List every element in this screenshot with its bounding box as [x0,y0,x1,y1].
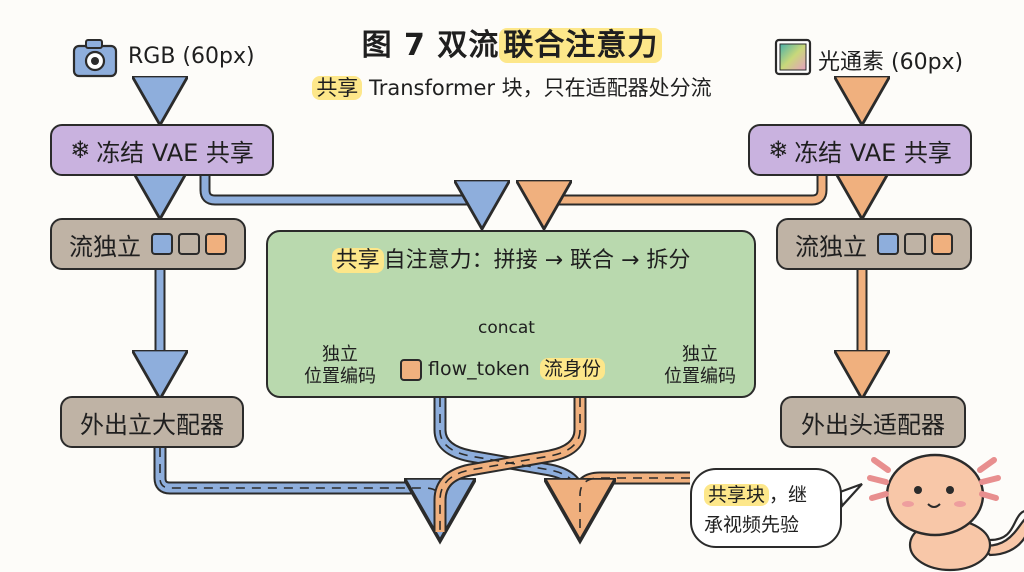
right-independent-box: 流独立 [776,218,972,270]
title-highlight: 联合注意力 [499,28,663,63]
image-icon [774,38,812,76]
left-flow-arrows [160,82,482,392]
snowflake-lock-icon: ❄ [70,136,91,164]
flow-token-chip [400,358,422,381]
attention-header-rest: 自注意力：拼接 → 联合 → 拆分 [383,248,691,273]
flow-token-label: flow_token [428,358,530,380]
chip-orange [205,233,227,255]
chip-gray [904,233,926,255]
figure-title: 图 7 双流联合注意力 [0,20,1024,64]
left-frozen-label: 冻结 VAE 共享 [96,138,254,167]
shared-attention-block: 共享自注意力：拼接 → 联合 → 拆分 concat 独立 位置编码 独立 位置… [266,230,756,398]
right-adapter-box: 外出头适配器 [780,396,966,448]
right-flow-arrows [544,82,862,392]
subtitle-highlight: 共享 [312,76,363,100]
figure-subtitle: 共享 Transformer 块，只在适配器处分流 [0,72,1024,102]
chip-gray [178,233,200,255]
right-frozen-vae-box: ❄ 冻结 VAE 共享 [748,124,972,176]
pos-right-line1: 独立 [682,344,718,365]
rgb-input-label: RGB (60px) [128,44,255,69]
pos-encoding-right: 独立 位置编码 [650,344,750,388]
left-adapter-label: 外出立大配器 [80,410,224,439]
left-frozen-vae-box: ❄ 冻结 VAE 共享 [50,124,274,176]
attention-header-highlight: 共享 [331,248,384,273]
chip-orange [931,233,953,255]
chip-blue [877,233,899,255]
pos-left-line1: 独立 [322,344,358,365]
right-frozen-label: 冻结 VAE 共享 [794,138,952,167]
output-paths [153,398,690,532]
left-independent-box: 流独立 [50,218,246,270]
speech-bubble: 共享块，继 承视频先验 [690,468,842,548]
right-adapter-label: 外出头适配器 [801,410,945,439]
pos-left-line2: 位置编码 [304,366,376,387]
attention-header: 共享自注意力：拼接 → 联合 → 拆分 [268,242,754,274]
right-indep-label: 流独立 [795,232,867,261]
chip-blue [151,233,173,255]
flow-identity-label: 流身份 [539,358,605,380]
subtitle-rest: Transformer 块，只在适配器处分流 [362,76,712,100]
bubble-tail [838,482,863,509]
pos-encoding-left: 独立 位置编码 [290,344,390,388]
bubble-line2: 承视频先验 [704,514,800,536]
left-indep-label: 流独立 [69,232,141,261]
concat-label: concat [478,318,535,338]
flow-token-row: flow_token 流身份 [400,354,605,381]
bubble-highlight: 共享块 [704,484,770,506]
optical-input-label: 光通素 (60px) [818,50,964,75]
axolotl-mascot [867,453,1024,572]
bubble-line1-rest: ，继 [769,484,808,506]
pos-right-line2: 位置编码 [664,366,736,387]
snowflake-lock-icon: ❄ [768,136,789,164]
left-adapter-box: 外出立大配器 [60,396,244,448]
camera-icon [72,39,118,78]
title-prefix: 图 7 双流 [361,28,500,63]
